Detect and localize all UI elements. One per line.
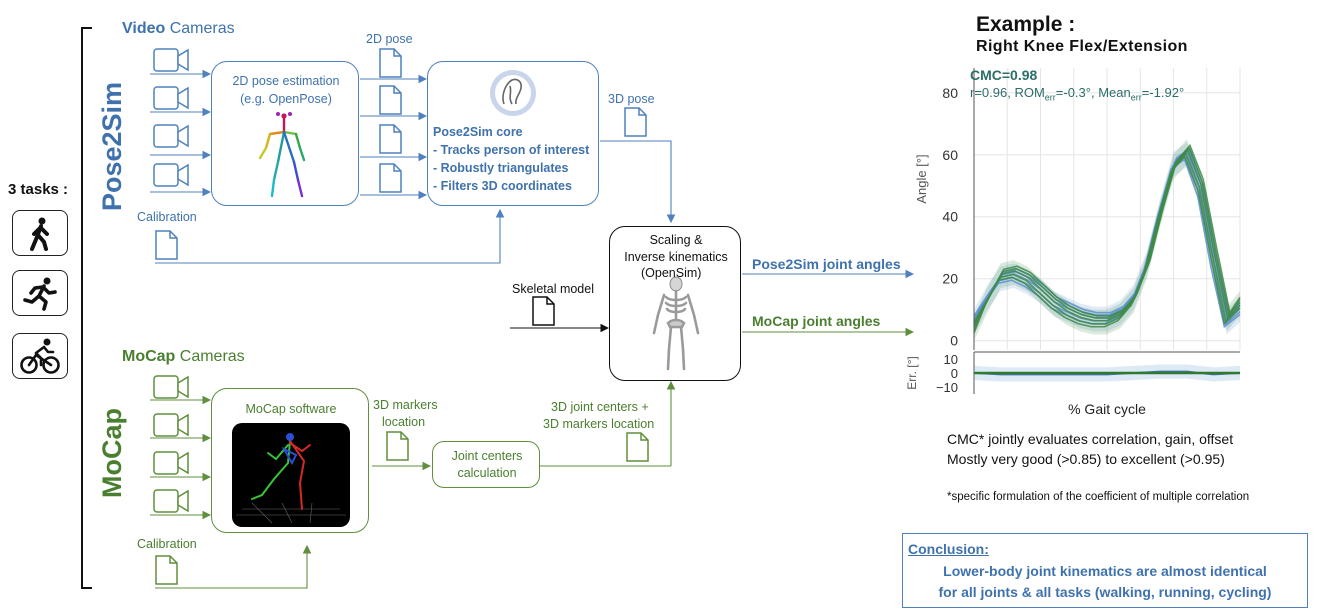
note-line2: Mostly very good (>0.85) to excellent (>… [947, 451, 1225, 467]
conclusion-line1: Lower-body joint kinematics are almost i… [943, 563, 1267, 579]
pose-estimation-box: 2D pose estimation (e.g. OpenPose) [211, 61, 359, 206]
opensim-line1: Scaling & [649, 233, 703, 247]
pose2sim-core-box: Pose2Sim core - Tracks person of interes… [427, 61, 599, 206]
pose-estimation-example: (e.g. OpenPose) [240, 92, 332, 106]
error-axis-label: Err. [°] [905, 356, 919, 389]
cmc-stats: r=0.96, ROMerr=-0.3°, Meanerr=-1.92° [970, 85, 1185, 103]
note-line1: CMC* jointly evaluates correlation, gain… [947, 431, 1234, 447]
mocap-section-title: MoCap [97, 408, 127, 498]
y-axis-label: Angle [°] [914, 154, 929, 203]
series-line [973, 154, 1241, 334]
conclusion-box: Conclusion: Lower-body joint kinematics … [902, 533, 1308, 608]
y-tick-label: 0 [950, 333, 958, 349]
error-panel: 100−10 Err. [°] % Gait cycle [905, 351, 1241, 417]
series-line [973, 148, 1241, 328]
error-tick-label: −10 [936, 380, 958, 395]
openpose-skeleton-icon [258, 112, 306, 198]
y-tick-label: 20 [942, 271, 958, 287]
mocap-software-title: MoCap software [245, 402, 337, 416]
cyclist-icon [20, 338, 60, 374]
running-person-icon [23, 277, 57, 311]
3d-markers-label-line1: 3D markers [373, 398, 438, 412]
joint-centers-markers-line2: 3D markers location [543, 417, 655, 431]
2d-pose-file-icons [155, 48, 647, 260]
mocap-joint-angles-label: MoCap joint angles [752, 313, 881, 329]
walking-person-icon [30, 217, 49, 251]
mocap-capture-image [232, 423, 350, 527]
3d-pose-label: 3D pose [608, 92, 655, 106]
mocap-cameras-heading: MoCap Cameras [122, 348, 245, 365]
series-line [973, 151, 1241, 331]
opensim-line2: Inverse kinematics [624, 250, 728, 264]
pose2sim-logo-icon [490, 70, 536, 116]
skeletal-model-file-icon [532, 296, 555, 326]
joint-centers-calc-line1: Joint centers [451, 449, 523, 463]
conclusion-title: Conclusion: [908, 541, 989, 557]
cmc-value: CMC=0.98 [970, 67, 1038, 83]
error-tick-label: 10 [944, 352, 958, 367]
core-item-triangulates: - Robustly triangulates [433, 161, 569, 175]
walking-task [12, 210, 68, 256]
joint-centers-markers-line1: 3D joint centers + [551, 400, 649, 414]
tasks-bracket [81, 27, 92, 589]
pose2sim-calibration-label: Calibration [137, 210, 197, 224]
example-subheading: Right Knee Flex/Extension [976, 38, 1188, 55]
mocap-file-icons [155, 431, 649, 585]
series-band [974, 139, 1240, 341]
skeleton-model-icon [652, 276, 700, 371]
x-axis-label: % Gait cycle [1068, 401, 1146, 417]
tasks-label: 3 tasks : [8, 181, 69, 198]
y-tick-label: 80 [942, 85, 958, 101]
footnote: *specific formulation of the coefficient… [947, 491, 1250, 503]
y-tick-label: 60 [942, 147, 958, 163]
core-item-filters: - Filters 3D coordinates [433, 179, 572, 193]
running-task [12, 270, 68, 316]
chart-series [973, 139, 1241, 341]
pose2sim-joint-angles-label: Pose2Sim joint angles [752, 256, 901, 272]
joint-centers-calc-line2: calculation [457, 466, 517, 480]
pose-estimation-title: 2D pose estimation [232, 74, 340, 88]
opensim-box: Scaling & Inverse kinematics [609, 226, 741, 381]
skeletal-model-label: Skeletal model [512, 282, 594, 296]
joint-centers-calc-box: Joint centers calculation [432, 441, 540, 488]
conclusion-line2: for all joints & all tasks (walking, run… [938, 584, 1272, 600]
core-item-tracks: - Tracks person of interest [433, 143, 590, 157]
y-tick-label: 40 [942, 209, 958, 225]
mocap-camera-icons [153, 375, 189, 513]
series-line [973, 143, 1241, 323]
video-camera-icons [153, 48, 189, 187]
pose2sim-core-title: Pose2Sim core [433, 125, 523, 139]
cycling-task [12, 333, 68, 379]
series-line [973, 146, 1241, 325]
opensim-line3: (OpenSim) [641, 266, 702, 280]
mocap-software-box: MoCap software [211, 388, 369, 533]
example-heading: Example : [976, 13, 1076, 36]
3d-markers-label-line2: location [382, 415, 426, 429]
video-cameras-heading: Video Cameras [122, 20, 235, 37]
mocap-calibration-label: Calibration [137, 537, 197, 551]
pose2sim-section-title: Pose2Sim [97, 81, 127, 211]
2d-pose-label: 2D pose [366, 32, 413, 46]
error-tick-label: 0 [951, 366, 958, 381]
